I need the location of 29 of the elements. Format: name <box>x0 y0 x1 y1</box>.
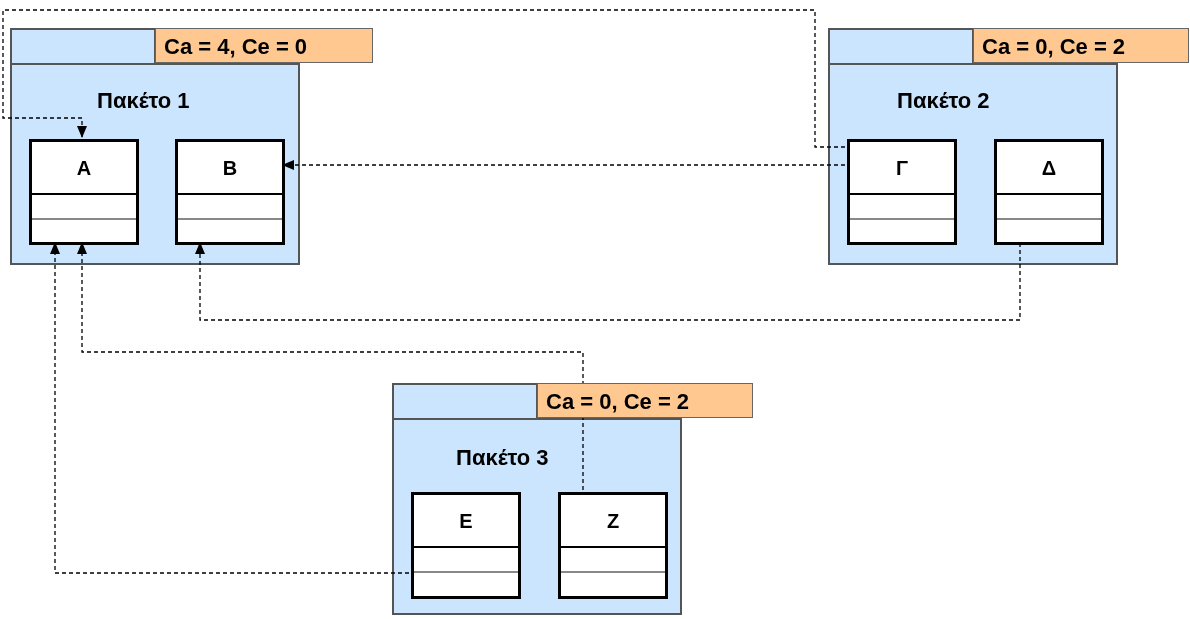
dependency-arrow <box>50 242 410 574</box>
class-name: Z <box>606 510 620 531</box>
class-name: Δ <box>1041 157 1057 178</box>
class-box <box>29 139 139 245</box>
dependency-arrow <box>77 242 584 491</box>
package-tab <box>392 383 538 419</box>
package-title: Πακέτο 3 <box>456 447 549 469</box>
class-name: B <box>222 157 238 178</box>
class-name: E <box>459 510 473 531</box>
metric-tag: Ca = 4, Ce = 0 <box>155 28 373 63</box>
package-body <box>392 418 682 615</box>
class-box <box>558 492 668 599</box>
package-tab <box>10 28 156 64</box>
package-body <box>828 63 1118 265</box>
class-name: Γ <box>896 157 908 178</box>
dependency-arrow <box>195 242 1021 321</box>
class-box <box>847 139 957 245</box>
package-title: Πακέτο 2 <box>897 90 990 112</box>
class-box <box>994 139 1104 245</box>
metric-tag: Ca = 0, Ce = 2 <box>973 28 1189 63</box>
dependency-arrow <box>282 160 846 170</box>
class-box <box>175 139 285 245</box>
package-tab <box>828 28 974 64</box>
class-box <box>411 492 521 599</box>
package-title: Πακέτο 1 <box>97 90 190 112</box>
package-body <box>10 63 300 265</box>
class-name: A <box>76 157 92 178</box>
metric-tag: Ca = 0, Ce = 2 <box>537 383 753 418</box>
dependency-arrow <box>2 9 846 148</box>
